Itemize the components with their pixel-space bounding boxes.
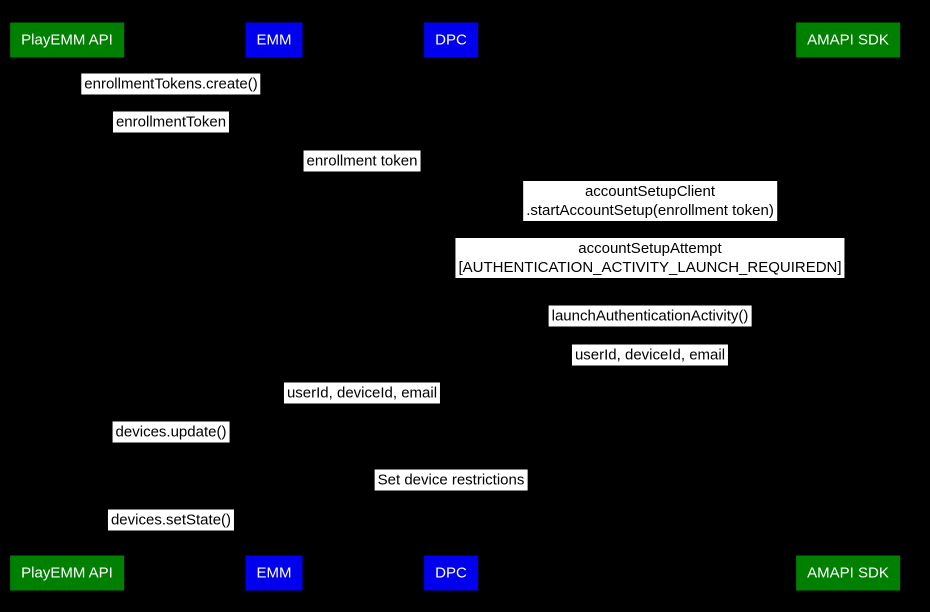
message-label-line: userId, deviceId, email: [286, 384, 438, 402]
message-label-line: launchAuthenticationActivity(): [551, 307, 749, 325]
message-label-line: enrollmentTokens.create(): [84, 75, 258, 93]
message-label-line: enrollmentToken: [115, 113, 227, 131]
message-label-enrollment-token-return: enrollmentToken: [112, 111, 230, 133]
message-label-set-device-restrictions: Set device restrictions: [374, 469, 528, 491]
message-label-line: userId, deviceId, email: [574, 346, 726, 364]
message-label-userid-deviceid-email-to-emm: userId, deviceId, email: [283, 382, 441, 404]
message-label-devices-update: devices.update(): [112, 421, 230, 443]
message-label-line: .startAccountSetup(enrollment token): [526, 202, 774, 219]
actor-playemm-api-bottom: PlayEMM API: [10, 555, 124, 591]
message-label-start-account-setup: accountSetupClient .startAccountSetup(enr…: [523, 181, 777, 221]
message-label-line: devices.update(): [115, 423, 227, 441]
message-label-userid-deviceid-email-from-sdk: userId, deviceId, email: [571, 344, 729, 366]
message-label-line: [AUTHENTICATION_ACTIVITY_LAUNCH_REQUIRED…: [458, 259, 842, 276]
message-label-line: Set device restrictions: [377, 471, 525, 489]
message-label-launch-authentication-activity: launchAuthenticationActivity(): [548, 305, 752, 327]
actor-emm-top: EMM: [245, 22, 303, 58]
message-label-line: enrollment token: [306, 152, 418, 170]
message-label-account-setup-attempt: accountSetupAttempt [AUTHENTICATION_ACTIV…: [455, 238, 845, 278]
actor-amapi-sdk-top: AMAPI SDK: [796, 22, 900, 58]
actor-emm-bottom: EMM: [245, 555, 303, 591]
message-label-line: accountSetupClient: [584, 183, 716, 200]
message-label-line: accountSetupAttempt: [578, 240, 722, 257]
message-label-devices-set-state: devices.setState(): [107, 509, 235, 531]
actor-dpc-top: DPC: [424, 22, 478, 58]
message-label-line: devices.setState(): [110, 511, 232, 529]
actor-amapi-sdk-bottom: AMAPI SDK: [796, 555, 900, 591]
message-label-enrollment-tokens-create: enrollmentTokens.create(): [81, 73, 261, 95]
actor-dpc-bottom: DPC: [424, 555, 478, 591]
actor-playemm-api-top: PlayEMM API: [10, 22, 124, 58]
message-label-enrollment-token-to-dpc: enrollment token: [303, 150, 421, 172]
